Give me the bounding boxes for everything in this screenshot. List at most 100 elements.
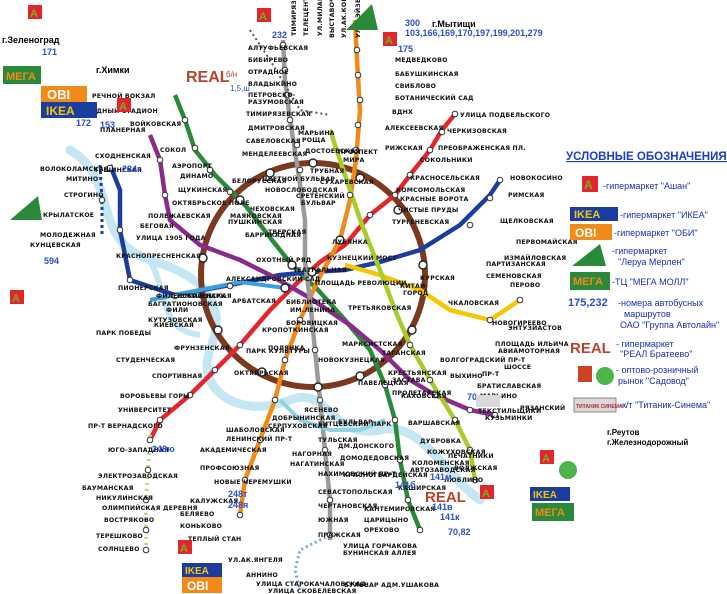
station-label: УЛИЦА СКОБЕЛЕВСКАЯ	[268, 588, 356, 594]
station-label: НОВОКОСИНО	[510, 175, 563, 182]
station-label: СЕМЕНОВСКАЯ	[486, 273, 542, 280]
svg-text:OBI: OBI	[47, 87, 70, 102]
bus-141m: 141м	[430, 472, 452, 482]
station-label: НАГАТИНСКАЯ	[290, 461, 345, 468]
station-label: ДОБРЫНИНСКАЯ	[272, 415, 336, 422]
real-bottom: REAL	[425, 489, 466, 506]
bus-300: 300	[405, 18, 420, 28]
station-label: СМОЛЕНСКАЯ	[180, 293, 232, 300]
auchan-icon: A	[117, 98, 131, 113]
station-label: ДОМОДЕДОВСКАЯ	[340, 455, 409, 462]
station-label: ВДНХ	[392, 109, 413, 116]
line-monorail	[249, 29, 331, 116]
station-label: СОКОЛЬНИКИ	[420, 157, 473, 164]
svg-text:A: A	[180, 543, 188, 555]
legend-obi: -гипермаркет "ОБИ"	[614, 228, 698, 238]
station-label: ЧЕРКИЗОВСКАЯ	[447, 128, 507, 135]
station-label: КРОПОТКИНСКАЯ	[262, 327, 329, 334]
station-label: ПЛОЩАДЬ РЕВОЛЮЦИИ	[315, 280, 407, 287]
station-label: ВОЙКОВСКАЯ	[130, 119, 181, 128]
svg-text:МЕГА: МЕГА	[573, 276, 603, 288]
station-label: АВИАМОТОРНАЯ	[498, 348, 560, 355]
station-label: ВЫХИНО	[450, 373, 483, 380]
station-label: БУЛЬВАР	[338, 419, 373, 426]
line-yellow	[344, 262, 522, 323]
svg-text:МЕГА: МЕГА	[6, 71, 36, 83]
mega-logo: МЕГА	[3, 66, 41, 84]
line-lime	[327, 129, 478, 481]
station-label: НАГОРНАЯ	[292, 451, 332, 458]
station-label: ЭЛЕКТРОЗАВОДСКАЯ	[98, 473, 178, 480]
leroy-logo	[10, 196, 42, 220]
station-label: СОКОЛ	[160, 147, 186, 154]
station-label: УЛ.АК.КОРОЛЕВА	[341, 0, 348, 38]
obi-logo: OBI	[41, 86, 87, 102]
station-label: БАУМАНСКАЯ	[82, 485, 134, 492]
legend-sadovod-2: рынок "Садовод"	[618, 376, 689, 386]
station-label: ВЫСТАВОЧНЫЙ ЦЕНТР	[327, 0, 336, 38]
ikea-logo: IKEA	[530, 487, 570, 501]
station-label: ЯСЕНЕВО	[304, 407, 338, 414]
station-label: БАГРАТИОНОВСКАЯ	[148, 301, 223, 308]
svg-text:ТИТАНИК СИНЕМА: ТИТАНИК СИНЕМА	[576, 404, 623, 410]
svg-text:IKEA: IKEA	[533, 490, 557, 501]
station-label: ОХОТНЫЙ РЯД	[256, 255, 312, 264]
svg-text:IKEA: IKEA	[185, 566, 209, 577]
bus-141b: 141б	[395, 480, 416, 490]
station-label: КАШИРСКАЯ	[398, 485, 446, 492]
station-label: ЩУКИНСКАЯ	[178, 187, 227, 194]
transfer-nodes	[198, 158, 428, 392]
station-label: ЧКАЛОВСКАЯ	[448, 300, 499, 307]
station-label: ЗАСТАВА	[392, 377, 426, 384]
real-title-route: 1,5,ш	[230, 84, 250, 93]
station-label: КРАСНОГВАРДЕЙСКАЯ	[343, 470, 428, 479]
station-label: ТЕРЕШКОВО	[96, 533, 143, 540]
line-grey	[280, 39, 333, 540]
auchan-icon: A	[28, 5, 42, 20]
bus-248u: 248ю	[152, 444, 175, 454]
legend-real-2: "РЕАЛ Братеево"	[620, 349, 692, 359]
station-label: КУРСКАЯ	[420, 275, 455, 282]
ikea-logo: IKEA	[41, 102, 97, 118]
station-label: ТУРГЕНЕВСКАЯ	[392, 219, 449, 226]
station-label: ПРАЖСКАЯ	[318, 532, 361, 539]
bus-284: 284г	[122, 164, 141, 174]
station-label: КРАСНОПРЕСНЕНСКАЯ	[116, 253, 201, 260]
station-label: КУНЦЕВСКАЯ	[30, 242, 81, 249]
station-label: БУНИНСКАЯ АЛЛЕЯ	[343, 550, 416, 557]
station-label: НОВЫЕ ЧЕРЕМУШКИ	[214, 479, 292, 486]
station-label: РИЖСКАЯ	[385, 145, 423, 152]
station-label: УЛ.АК.ЯНГЕЛЯ	[228, 557, 283, 564]
bus-70-82: 70,82	[448, 527, 471, 537]
station-label: НАХИМОВСКИЙ ПР-Т	[318, 469, 396, 478]
station-label: ТИМИРЯЗЕВСКАЯ	[291, 0, 298, 36]
legend-bus-3: ОАО "Группа Автолайн"	[620, 320, 719, 330]
station-dots	[98, 41, 524, 554]
station-label: ШОССЕ	[504, 364, 531, 371]
station-label: ТУШИНСКАЯ	[94, 167, 142, 174]
bus-300-list: 103,166,169,170,197,199,201,279	[405, 28, 543, 38]
real-title: REAL	[186, 69, 230, 86]
station-label: НОВОКУЗНЕЦКАЯ	[318, 357, 385, 364]
mega-logo: МЕГА	[532, 503, 574, 521]
station-label: МОЛОДЕЖНАЯ	[40, 232, 96, 239]
svg-text:МЕГА: МЕГА	[535, 507, 565, 519]
legend-real-1: - гипермаркет	[616, 339, 674, 349]
station-label: ЛЕНИНСКИЙ ПР-Т	[226, 434, 293, 443]
station-label: МАРКСИСТСКАЯ	[342, 341, 403, 348]
legend-mega: -ТЦ "МЕГА МОЛЛ"	[612, 277, 689, 287]
station-label: ЦВЕТНОЙ БУЛЬВАР	[262, 174, 335, 183]
station-label: БАБУШКИНСКАЯ	[395, 71, 459, 78]
station-label: РАЗУМОВСКАЯ	[248, 99, 304, 106]
station-label: ЮЖНАЯ	[318, 517, 349, 524]
station-label: БУЛЬВАР АДМ.УШАКОВА	[344, 582, 439, 589]
station-label: АЛЕКСЕЕВСКАЯ	[385, 125, 444, 132]
svg-text:A: A	[584, 178, 593, 192]
legend-leroy-2: "Леруа Мерлен"	[618, 257, 685, 267]
station-label: ВЛАДЫКИНО	[248, 81, 297, 88]
city-zheleznodorozhny: г.Железнодорожный	[607, 438, 688, 447]
bus-175: 175	[398, 44, 413, 54]
station-labels: АЛТУФЬЕВСКАЯБИБИРЕВООТРАДНОЕВЛАДЫКИНОПЕТ…	[30, 0, 577, 594]
city-khimki: г.Химки	[96, 65, 130, 75]
